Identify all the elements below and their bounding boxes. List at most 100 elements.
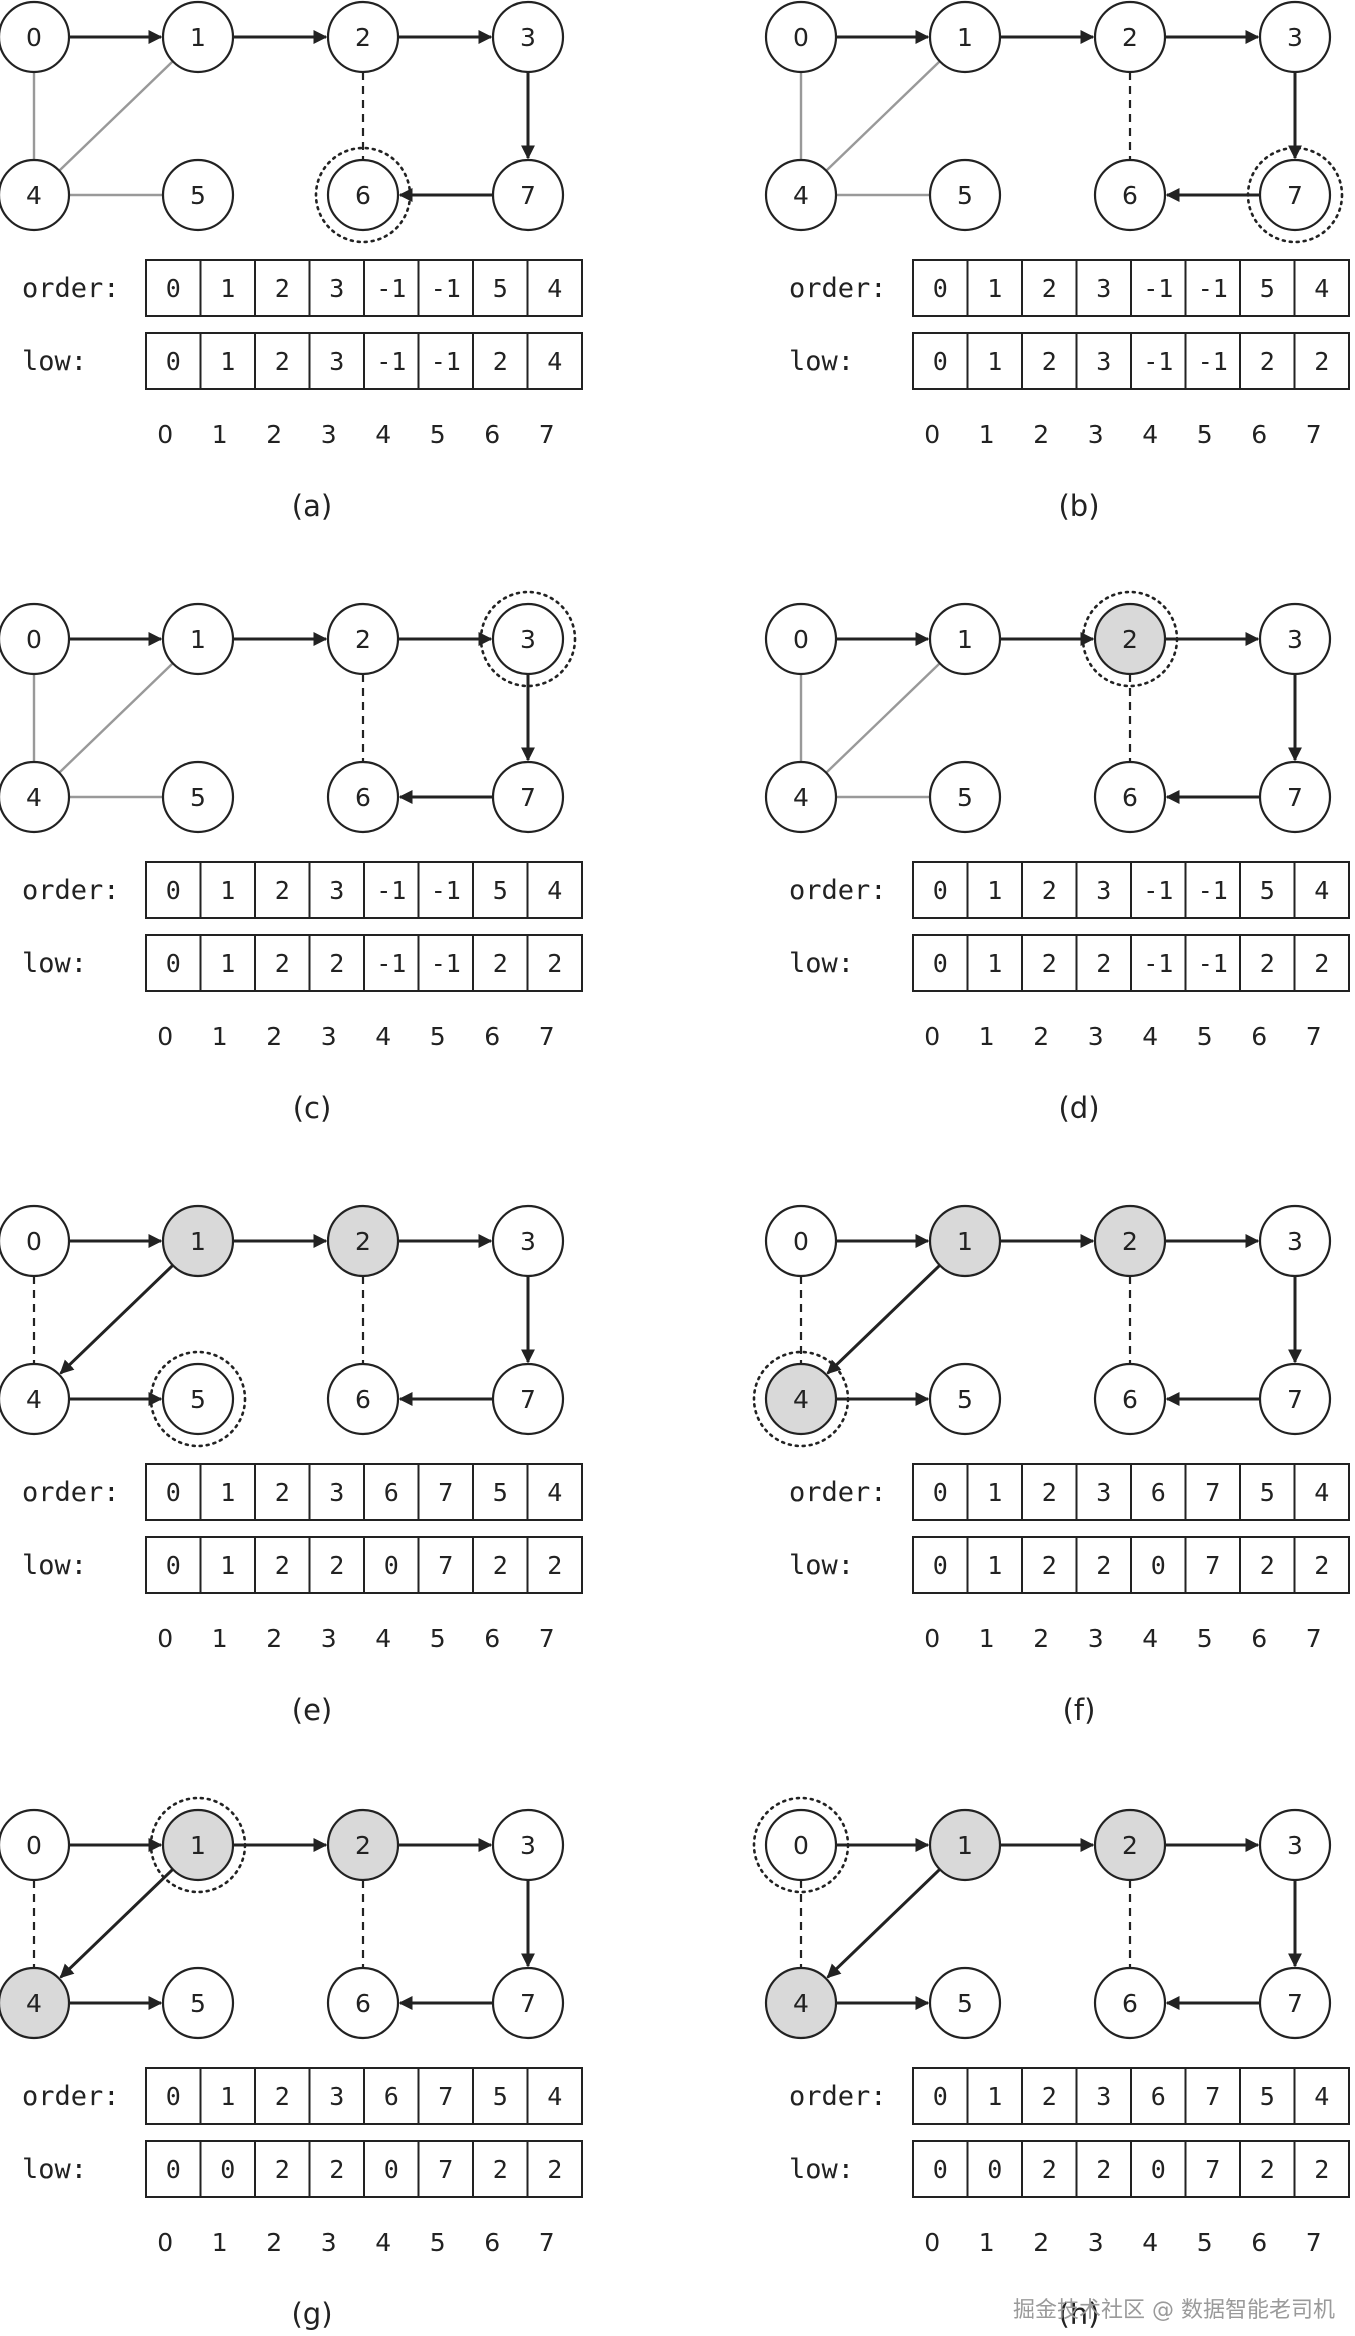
low-array-value: 7 (438, 1551, 453, 1580)
index-label: 7 (539, 2228, 555, 2257)
node-label-4: 4 (793, 783, 809, 812)
index-label: 7 (1306, 2228, 1322, 2257)
order-array-value: 7 (438, 2082, 453, 2111)
node-label-1: 1 (190, 1227, 206, 1256)
low-array-cell (199, 2140, 256, 2198)
edge-1-4-unvisited (825, 662, 941, 774)
node-7 (1258, 1966, 1332, 2040)
node-label-2: 2 (355, 23, 371, 52)
node-5 (928, 158, 1002, 232)
node-3 (491, 1808, 565, 1882)
order-array-cell (254, 259, 311, 317)
node-1 (928, 1808, 1002, 1882)
index-label: 5 (1197, 1624, 1213, 1653)
order-array-value: 5 (1260, 876, 1275, 905)
node-label-0: 0 (793, 1227, 809, 1256)
watermark-text: 掘金技术社区 @ 数据智能老司机 (1013, 2298, 1335, 2323)
low-array-value: 2 (1314, 2155, 1329, 2184)
low-label: low: (22, 346, 87, 377)
low-array-value: 1 (987, 949, 1002, 978)
index-label: 1 (979, 2228, 995, 2257)
current-node-marker (149, 1350, 247, 1448)
node-label-0: 0 (26, 1831, 42, 1860)
low-array-value: 4 (547, 347, 562, 376)
node-1 (928, 1204, 1002, 1278)
low-array-cell (526, 332, 583, 390)
node-label-7: 7 (1287, 181, 1303, 210)
low-array-value: 2 (329, 949, 344, 978)
low-label: low: (789, 948, 854, 979)
panel-caption: (h) (1058, 2297, 1099, 2331)
low-array-cell (1239, 2140, 1296, 2198)
index-label: 5 (430, 1022, 446, 1051)
edge-1-4-unvisited (58, 662, 174, 774)
low-array-cell (145, 2140, 202, 2198)
node-label-2: 2 (1122, 625, 1138, 654)
low-array-value: 2 (1042, 1551, 1057, 1580)
order-array-cell (308, 1463, 365, 1521)
order-array-value: 7 (1205, 2082, 1220, 2111)
order-array-value: 0 (933, 876, 948, 905)
low-label: low: (789, 1550, 854, 1581)
low-array-cell (526, 934, 583, 992)
order-array-value: 4 (1314, 2082, 1329, 2111)
low-array-value: 0 (1151, 1551, 1166, 1580)
node-1 (161, 602, 235, 676)
low-array-value: -1 (1143, 347, 1173, 376)
index-label: 1 (212, 420, 228, 449)
edge-1-4-tree (59, 1868, 174, 1979)
order-array-value: 1 (987, 1478, 1002, 1507)
low-array-value: 1 (987, 1551, 1002, 1580)
low-array-value: -1 (431, 949, 461, 978)
order-array-cell (417, 259, 474, 317)
order-array-value: 4 (547, 2082, 562, 2111)
node-label-2: 2 (355, 1227, 371, 1256)
order-label: order: (789, 2081, 887, 2112)
order-array-value: 3 (1096, 1478, 1111, 1507)
node-4 (764, 760, 838, 834)
node-0 (764, 602, 838, 676)
low-array-cell (1239, 934, 1296, 992)
low-label: low: (789, 346, 854, 377)
index-label: 4 (1142, 2228, 1158, 2257)
current-node-marker (314, 146, 412, 244)
node-5 (161, 158, 235, 232)
order-array-value: 3 (1096, 274, 1111, 303)
low-array-cell (1021, 332, 1078, 390)
low-array-value: 2 (329, 2155, 344, 2184)
node-7 (491, 158, 565, 232)
node-label-7: 7 (1287, 1385, 1303, 1414)
low-array-cell (1293, 1536, 1350, 1594)
current-node-marker (752, 1796, 850, 1894)
low-array-value: 2 (1314, 347, 1329, 376)
node-label-2: 2 (1122, 1227, 1138, 1256)
index-label: 0 (157, 2228, 173, 2257)
order-array-cell (1130, 861, 1187, 919)
order-array-value: 0 (166, 1478, 181, 1507)
node-label-1: 1 (190, 23, 206, 52)
low-array-cell (145, 1536, 202, 1594)
node-0 (0, 1204, 71, 1278)
order-array-value: 0 (933, 1478, 948, 1507)
node-label-3: 3 (520, 1227, 536, 1256)
order-array-value: 3 (329, 2082, 344, 2111)
index-label: 6 (484, 2228, 500, 2257)
low-array-cell (254, 332, 311, 390)
low-array-value: 3 (329, 347, 344, 376)
low-array-cell (1293, 332, 1350, 390)
node-label-1: 1 (957, 1227, 973, 1256)
low-array-cell (363, 934, 420, 992)
node-label-6: 6 (355, 1385, 371, 1414)
low-array-cell (526, 2140, 583, 2198)
node-label-3: 3 (520, 1831, 536, 1860)
low-array-value: 7 (1205, 1551, 1220, 1580)
node-label-6: 6 (355, 1989, 371, 2018)
panel-caption: (b) (1058, 489, 1099, 523)
node-label-4: 4 (793, 1385, 809, 1414)
low-array-value: 0 (1151, 2155, 1166, 2184)
order-array-cell (1293, 1463, 1350, 1521)
order-array-cell (472, 2067, 529, 2125)
node-3 (1258, 1808, 1332, 1882)
